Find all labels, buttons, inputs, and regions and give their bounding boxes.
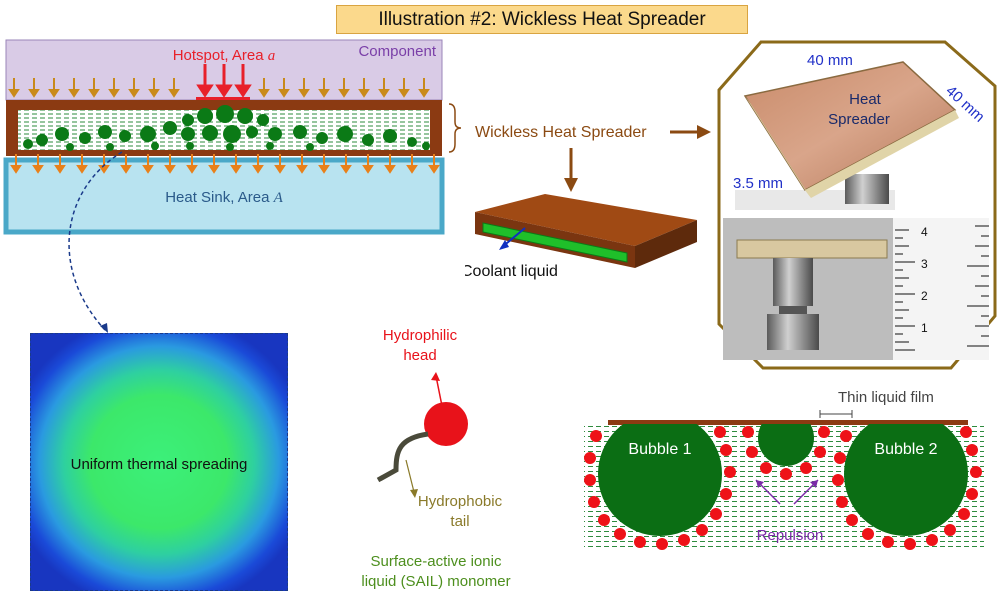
bubble-2-label: Bubble 2 — [874, 441, 937, 458]
sail-label-2: liquid (SAIL) monomer — [361, 573, 510, 590]
hydrophobic-label-1: Hydrophobic — [418, 493, 503, 510]
thermal-image: Uniform thermal spreading — [30, 333, 288, 591]
dimension-3-5mm: 3.5 mm — [733, 175, 783, 192]
heat-spreader-schematic: Component Hotspot, Area a Heat Sink, Are… — [3, 39, 445, 235]
photo-panel: 4 3 2 1 40 mm 40 mm 3.5 mm Heat Spreader — [715, 40, 997, 370]
wickless-label: Wickless Heat Spreader — [475, 124, 647, 141]
thin-film-label: Thin liquid film — [838, 389, 934, 406]
ruler-numbers: 4 3 2 1 — [921, 225, 928, 335]
vapor-bubbles — [23, 105, 430, 151]
coolant-label: Coolant liquid — [465, 263, 558, 280]
hydrophobic-label-2: tail — [450, 513, 469, 530]
figure-title: Illustration #2: Wickless Heat Spreader — [336, 5, 748, 34]
heat-flux-arrows — [8, 78, 430, 98]
bubble-1 — [598, 424, 722, 536]
dimension-40mm-top: 40 mm — [807, 52, 853, 69]
thermal-image-connector — [68, 151, 123, 333]
spreader-wall — [608, 420, 968, 425]
repulsion-label: Repulsion — [757, 527, 824, 544]
sink-heat-arrows — [10, 154, 440, 174]
hotspot-label: Hotspot, Area a — [173, 47, 276, 64]
ruler-ticks — [895, 225, 989, 351]
surfactant-heads — [584, 426, 982, 550]
photo-spreader-label: Spreader — [828, 111, 890, 128]
photo-heat-label: Heat — [849, 91, 882, 108]
heat-sink-label: Heat Sink, Area A — [165, 189, 283, 206]
hydrophilic-label-1: Hydrophilic — [383, 327, 458, 344]
svg-text:3: 3 — [921, 257, 928, 271]
hotspot-arrows — [196, 64, 252, 98]
bubble-2 — [844, 424, 968, 536]
hotspot-bar — [196, 97, 250, 102]
svg-text:2: 2 — [921, 289, 928, 303]
bubble-repulsion-diagram: Thin liquid film Bubble 1 Bubble 2 Repul… — [584, 389, 984, 550]
hydrophilic-head — [424, 402, 468, 446]
hydrophobic-tail — [376, 431, 429, 483]
sail-monomer-diagram: Hydrophilic head Hydrophobic tail Surfac… — [361, 327, 510, 590]
wickless-callout: Wickless Heat Spreader — [448, 103, 711, 192]
heat-sink-block — [3, 157, 445, 235]
uniform-spreading-label: Uniform thermal spreading — [70, 456, 248, 473]
svg-text:4: 4 — [921, 225, 928, 239]
hydrophilic-label-2: head — [403, 347, 436, 364]
bubble-1-label: Bubble 1 — [628, 441, 691, 458]
component-label: Component — [358, 43, 436, 60]
bubble-small — [758, 424, 814, 466]
svg-text:1: 1 — [921, 321, 928, 335]
sail-label-1: Surface-active ionic — [371, 553, 502, 570]
spreader-3d: Coolant liquid — [465, 194, 697, 280]
